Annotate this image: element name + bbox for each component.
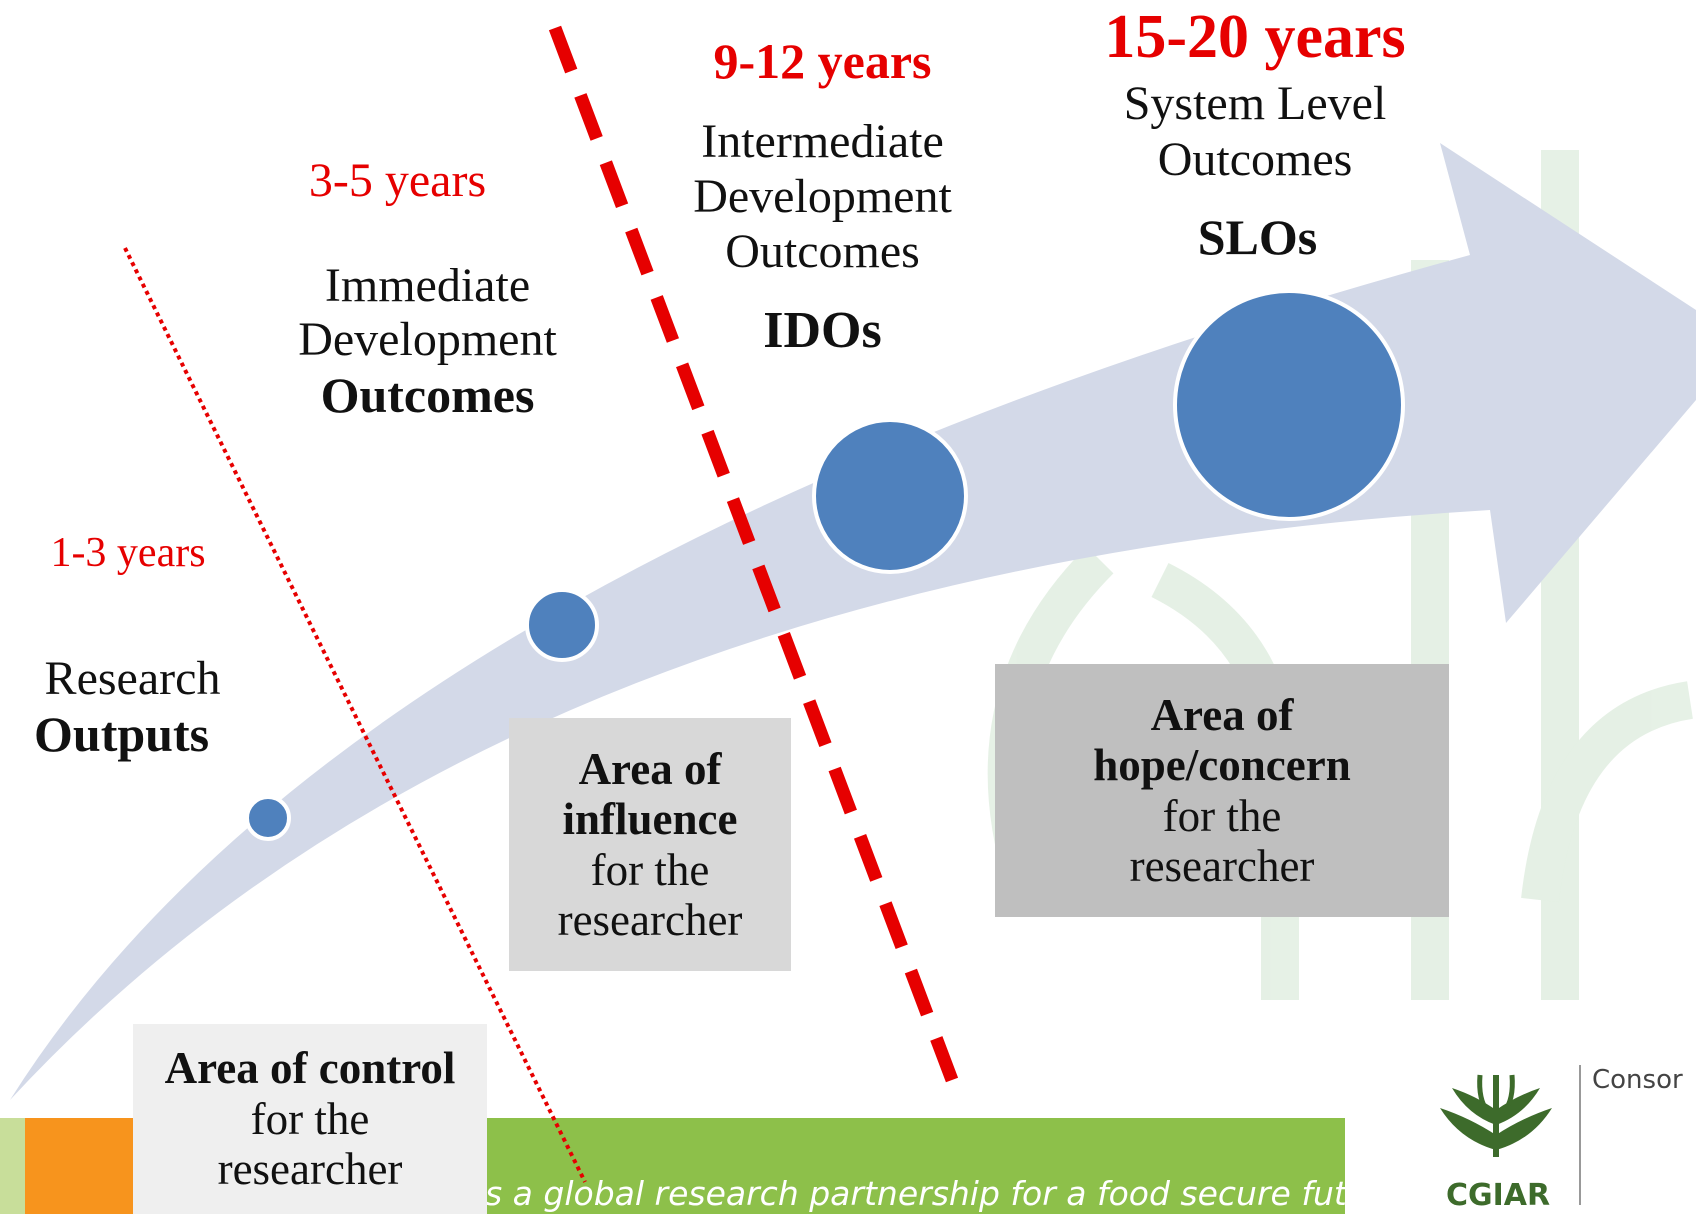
influence-text-line2: researcher	[557, 894, 743, 945]
stage1-years: 1-3 years	[50, 530, 206, 576]
area-of-hope-box: Area of hope/concern for the researcher	[995, 664, 1449, 917]
stage4-label-line2: Outcomes	[1157, 133, 1353, 186]
influence-text-line1: for the	[590, 844, 710, 895]
stage2-label-line2: Development	[298, 313, 557, 366]
stage2-years: 3-5 years	[308, 154, 487, 207]
control-text-line2: researcher	[217, 1144, 403, 1195]
influence-title-line1: Area of	[578, 743, 722, 794]
footer-left-stripe	[0, 1118, 25, 1214]
stage4-years: 15-20 years	[1104, 3, 1406, 71]
control-boundary-line	[123, 247, 587, 1183]
consortium-text: Consor	[1592, 1065, 1683, 1095]
footer-orange-block	[25, 1118, 143, 1214]
stage-circle-4	[1173, 289, 1405, 521]
control-title: Area of control	[164, 1043, 456, 1094]
stage2-label-line1: Immediate	[324, 259, 531, 312]
stage3-abbr: IDOs	[763, 302, 882, 359]
stage-circle-1	[245, 795, 291, 841]
stage3-label-line1: Intermediate	[701, 115, 944, 168]
stage1-label-line2: Outputs	[34, 706, 210, 762]
area-of-influence-box: Area of influence for the researcher	[509, 718, 791, 971]
stage2-label-line3: Outcomes	[320, 367, 535, 423]
stage-circle-2	[525, 588, 599, 662]
hope-text-line2: researcher	[1129, 840, 1315, 891]
hope-title-line2: hope/concern	[1093, 740, 1351, 791]
stage3-label-line2: Development	[693, 170, 952, 223]
cgiar-logo-text: CGIAR	[1446, 1178, 1551, 1213]
stage4-label-line1: System Level	[1123, 77, 1387, 130]
footer-tagline: s a global research partnership for a fo…	[485, 1174, 1402, 1213]
stage4-abbr: SLOs	[1197, 209, 1318, 265]
stage3-label-line3: Outcomes	[725, 225, 920, 278]
influence-title-line2: influence	[562, 794, 738, 845]
stage3-years: 9-12 years	[713, 33, 932, 89]
stage1-label-line1: Research	[44, 652, 221, 705]
control-text-line1: for the	[250, 1093, 370, 1144]
hope-text-line1: for the	[1162, 790, 1282, 841]
hope-title-line1: Area of	[1150, 689, 1294, 740]
cgiar-wheat-logo-icon	[1440, 1074, 1552, 1157]
stage-circle-3	[812, 418, 968, 574]
influence-boundary-line	[548, 25, 959, 1083]
area-of-control-box: Area of control for the researcher	[133, 1024, 487, 1214]
